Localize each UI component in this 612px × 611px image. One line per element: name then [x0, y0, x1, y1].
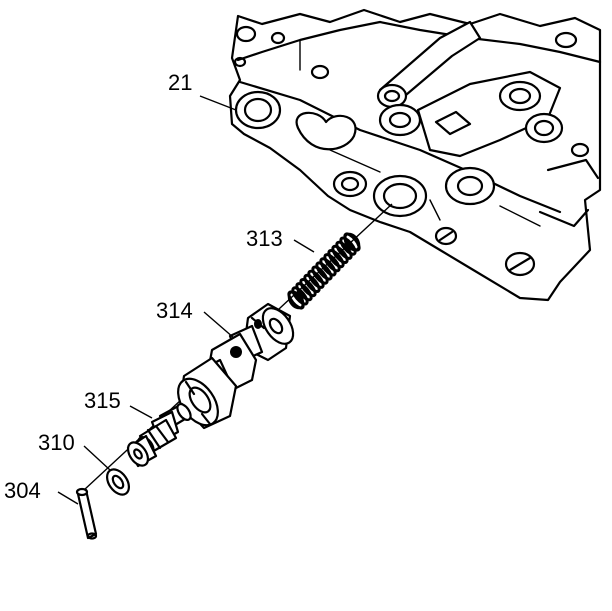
spring-coil	[335, 240, 353, 260]
spring	[287, 232, 361, 310]
spring-coil	[299, 278, 317, 298]
spring-coil	[315, 261, 333, 281]
spring-coil	[323, 253, 341, 273]
spring-coil	[303, 273, 321, 293]
valve	[177, 302, 295, 430]
callout-313: 313	[246, 226, 283, 251]
spring-coil	[331, 244, 349, 264]
plunger	[126, 402, 192, 468]
callout-314: 314	[156, 298, 193, 323]
callout-304: 304	[4, 478, 41, 503]
callout-315: 315	[84, 388, 121, 413]
valve-body	[228, 8, 602, 302]
callout-310: 310	[38, 430, 75, 455]
washer	[105, 468, 131, 496]
spring-coil	[327, 249, 345, 269]
spring-coil	[291, 286, 309, 306]
spring-coil	[311, 265, 329, 285]
callout-21: 21	[168, 70, 192, 95]
spring-coil	[339, 236, 357, 256]
spring-coil	[295, 282, 313, 302]
spring-coil	[307, 269, 325, 289]
leader-lines	[57, 95, 315, 505]
spring-coil	[319, 257, 337, 277]
pin	[75, 487, 98, 540]
